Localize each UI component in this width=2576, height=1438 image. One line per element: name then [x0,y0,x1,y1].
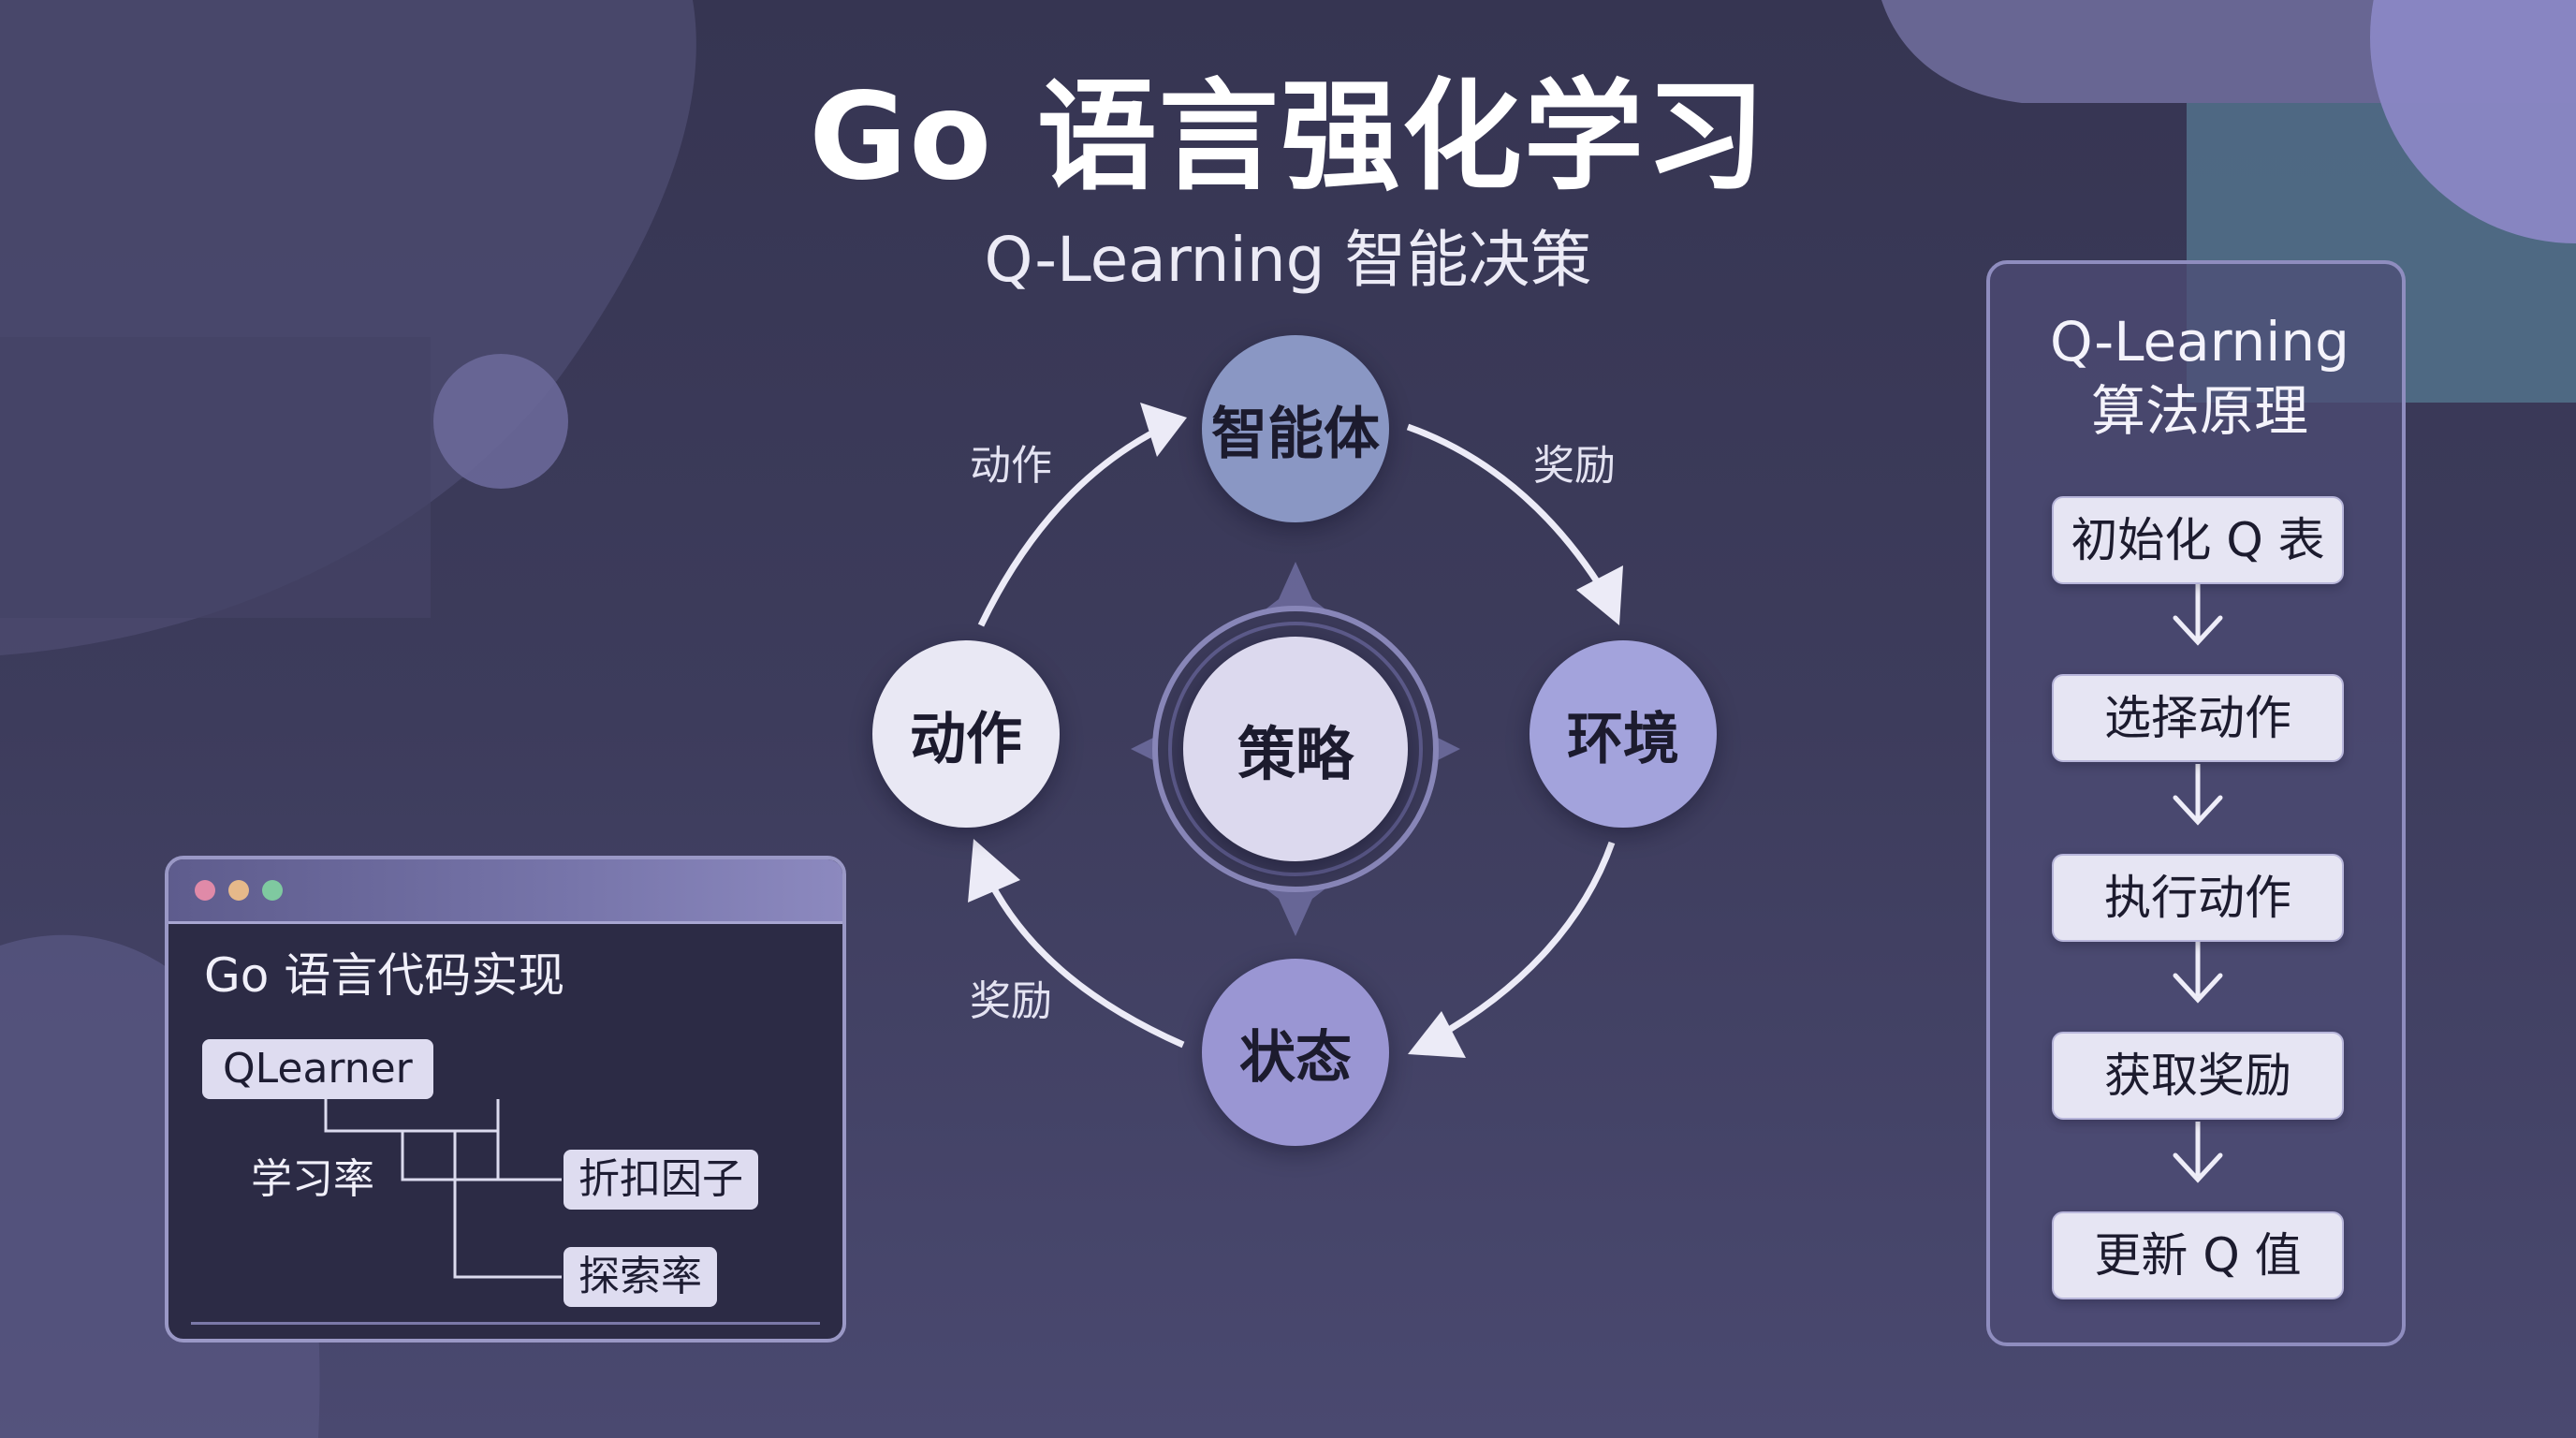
node-state-label: 状态 [1239,1024,1352,1091]
code-window-footer-line [191,1322,820,1325]
arrowhead-action-to-agent [1140,403,1187,457]
center-node-label: 策略 [1237,720,1354,788]
node-environment-label: 环境 [1567,706,1679,772]
step-arrow-3 [2173,973,2223,1004]
bg-circle-top-right [2370,0,2576,243]
arrow-state-to-action [981,869,1185,1049]
code-window-titlebar [168,859,842,924]
arrow-agent-to-environment [1406,423,1612,601]
window-maximize-dot[interactable] [262,880,283,901]
edge-label-action-to-agent: 动作 [970,442,1052,490]
code-node-qlearner: QLearner [202,1039,433,1099]
algorithm-panel-title-line2: 算法原理 [2090,379,2308,443]
arrowhead-agent-to-environment [1576,565,1623,625]
algorithm-panel: Q-Learning 算法原理 初始化 Q 表 选择动作 执行动作 获取奖励 更… [1986,260,2406,1346]
step-arrow-4 [2173,1152,2223,1183]
code-window: Go 语言代码实现 QLearner 学习率 折扣因子 探索率 [165,856,846,1343]
edge-label-state-to-action: 奖励 [970,977,1052,1025]
step-arrow-1 [2173,615,2223,646]
edge-label-agent-to-environment: 奖励 [1533,442,1616,490]
node-agent-label: 智能体 [1211,401,1380,467]
arrow-environment-to-state [1434,841,1616,1041]
algorithm-step-1: 初始化 Q 表 [2052,496,2344,584]
node-state: 状态 [1202,959,1389,1146]
code-node-learning-rate: 学习率 [251,1155,374,1203]
bg-band-left [0,337,431,618]
algorithm-panel-title-line1: Q-Learning [2050,310,2349,374]
algorithm-step-3: 执行动作 [2052,854,2344,942]
code-tree-lines [324,1099,562,1279]
bg-circle-small [433,354,568,489]
arrow-action-to-agent [977,419,1174,627]
algorithm-step-2: 选择动作 [2052,674,2344,762]
node-agent: 智能体 [1202,335,1389,522]
code-node-exploration-rate: 探索率 [564,1247,717,1307]
arrowhead-environment-to-state [1408,1011,1466,1058]
algorithm-step-4: 获取奖励 [2052,1032,2344,1120]
window-minimize-dot[interactable] [228,880,249,901]
page-subtitle: Q-Learning 智能决策 [984,224,1592,296]
code-node-discount-factor: 折扣因子 [564,1150,758,1210]
algorithm-step-arrows [2173,584,2223,1183]
node-action-label: 动作 [910,706,1022,772]
arrowhead-state-to-action [968,839,1020,902]
tree-line-exploration [453,1131,562,1279]
center-node-policy: 策略 [1183,637,1408,861]
code-window-heading: Go 语言代码实现 [204,948,565,1003]
step-arrow-2 [2173,795,2223,826]
node-action: 动作 [872,640,1060,828]
algorithm-step-5: 更新 Q 值 [2052,1211,2344,1299]
window-close-dot[interactable] [195,880,215,901]
compass-ring-inner [1168,622,1423,876]
node-environment: 环境 [1530,640,1717,828]
page-title: Go 语言强化学习 [809,67,1767,207]
